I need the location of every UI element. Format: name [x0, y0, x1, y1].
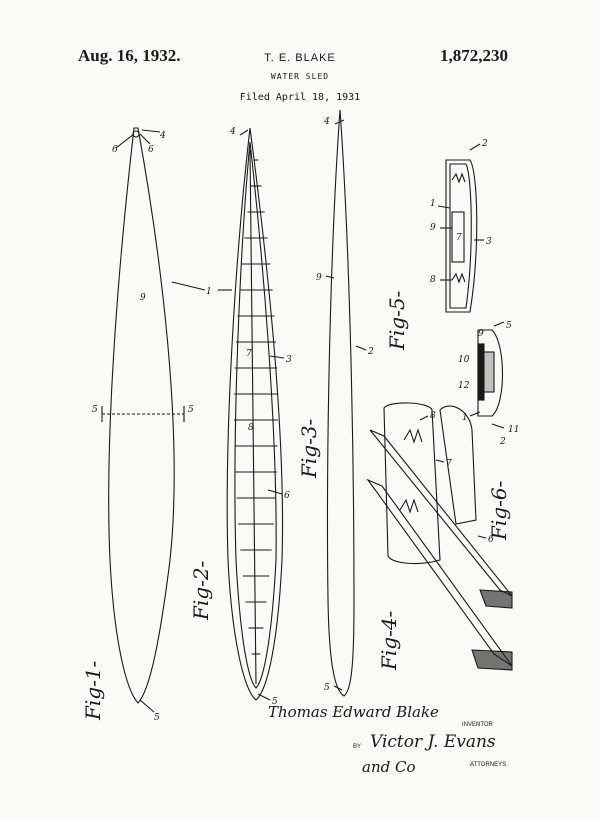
ref-label: 1 [206, 287, 212, 297]
fig2-stringer [249, 149, 257, 685]
fig3-side-profile [325, 109, 367, 697]
ref-label: 8 [430, 275, 436, 285]
ref-label: 7 [456, 233, 462, 243]
attorney-signature: Victor J. Evans [370, 732, 496, 752]
ref-label: 5 [154, 713, 160, 723]
ref-label: 8 [248, 423, 254, 433]
ref-label: 5 [324, 683, 330, 693]
attorney-signature-line2: and Co [362, 758, 416, 776]
ref-label: 3 [286, 355, 292, 365]
ref-label: 1 [462, 413, 468, 423]
fig4-label: Fig-4- [377, 610, 401, 671]
ref-label: 6 [284, 491, 290, 501]
ref-label: 2 [367, 347, 374, 357]
patent-date: Aug. 16, 1932. [78, 46, 181, 65]
ref-label: 11 [508, 425, 519, 435]
fig5-cross-section [437, 143, 484, 313]
patent-number: 1,872,230 [440, 46, 508, 65]
ref-label: 6 [112, 145, 118, 155]
ref-label: 4 [323, 117, 330, 127]
fig1-sled-outline [101, 127, 206, 713]
ref-label: 9 [316, 273, 322, 283]
fig2-label-group: Fig-2- [189, 560, 213, 621]
ref-label: 3 [486, 237, 492, 247]
fig1-label-group: Fig-1- [81, 660, 105, 721]
ref-label: 9 [430, 223, 436, 233]
ref-label: 5 [92, 405, 98, 415]
ref-label: 9 [478, 329, 484, 339]
inventor-signature: Thomas Edward Blake [268, 703, 439, 721]
ref-label: 2 [499, 437, 506, 447]
fig3-label-group: Fig-3- [297, 418, 321, 479]
ref-label: 9 [140, 293, 146, 303]
filed-date: Filed April 18, 1931 [239, 92, 361, 103]
fig6-label: Fig-6- [487, 480, 511, 541]
fig3-label: Fig-3- [297, 418, 321, 479]
fig2-frame [218, 127, 285, 701]
patent-title: WATER SLED [270, 72, 330, 81]
ref-label: 4 [229, 127, 236, 137]
inventor-name: T. E. BLAKE [264, 52, 336, 64]
ref-label: 6 [488, 535, 494, 545]
ref-label: 7 [446, 459, 452, 469]
fig1-label: Fig-1- [81, 660, 105, 721]
by-label: BY [353, 744, 362, 750]
attorney-label: ATTORNEYS [470, 762, 507, 768]
ref-label: 7 [246, 349, 252, 359]
fig6-label-group: Fig-6- [487, 480, 511, 541]
fig6-joint-detail [469, 321, 505, 429]
fig4-perspective [366, 402, 513, 671]
fig5-label: Fig-5- [385, 290, 409, 351]
fig4-label-group: Fig-4- [377, 610, 401, 671]
inventor-label: INVENTOR [462, 722, 493, 728]
ref-label: 4 [159, 131, 166, 141]
ref-label: 5 [272, 697, 278, 707]
ref-label: 5 [506, 321, 512, 331]
ref-label: 5 [188, 405, 194, 415]
fig5-label-group: Fig-5- [385, 290, 409, 351]
fig2-label: Fig-2- [189, 560, 213, 621]
ref-label: 8 [430, 411, 436, 421]
ref-label: 10 [458, 355, 470, 365]
ref-label: 12 [458, 381, 470, 391]
ref-label: 1 [430, 199, 436, 209]
ref-label: 2 [481, 139, 488, 149]
ref-label: 6 [148, 145, 154, 155]
